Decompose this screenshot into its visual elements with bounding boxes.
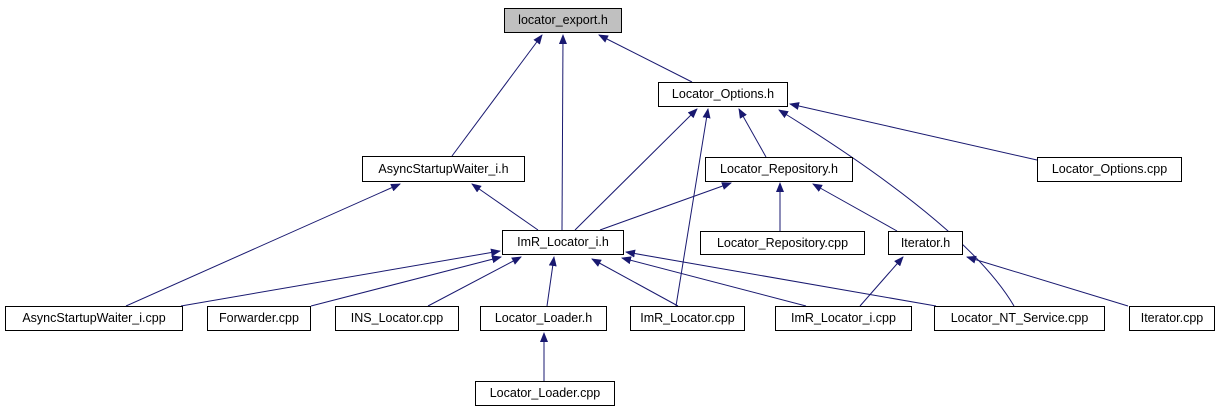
edge-locator_loader_h-to-imr_locator_i_h [546, 256, 557, 307]
node-asyncstartupwaiter_i_h[interactable]: AsyncStartupWaiter_i.h [362, 156, 525, 182]
edge-locator_nt_service_cpp-to-locator_options_h [778, 109, 1015, 307]
edge-iterator_h-to-locator_repository_h [812, 183, 898, 232]
node-imr_locator_i_cpp[interactable]: ImR_Locator_i.cpp [775, 306, 912, 331]
node-locator_options_h[interactable]: Locator_Options.h [658, 82, 788, 107]
node-ins_locator_cpp[interactable]: INS_Locator.cpp [335, 306, 459, 331]
edge-imr_locator_i_h-to-locator_export_h [558, 34, 567, 231]
edge-asyncstartupwaiter_i_cpp-to-imr_locator_i_h [180, 248, 501, 307]
edge-imr_locator_i_cpp-to-iterator_h [859, 256, 904, 307]
edge-imr_locator_i_h-to-locator_repository_h [599, 182, 732, 231]
node-locator_nt_service_cpp[interactable]: Locator_NT_Service.cpp [934, 306, 1105, 331]
node-iterator_cpp[interactable]: Iterator.cpp [1129, 306, 1215, 331]
node-forwarder_cpp[interactable]: Forwarder.cpp [207, 306, 311, 331]
edge-locator_options_h-to-locator_export_h [598, 34, 693, 83]
node-imr_locator_i_h[interactable]: ImR_Locator_i.h [502, 230, 624, 255]
edge-imr_locator_cpp-to-imr_locator_i_h [591, 258, 679, 307]
edge-imr_locator_i_h-to-locator_options_h [574, 108, 698, 231]
node-locator_loader_h[interactable]: Locator_Loader.h [480, 306, 607, 331]
edge-asyncstartupwaiter_i_cpp-to-asyncstartupwaiter_i_h [125, 183, 401, 307]
edge-locator_nt_service_cpp-to-imr_locator_i_h [625, 249, 937, 307]
node-imr_locator_cpp[interactable]: ImR_Locator.cpp [630, 306, 745, 331]
edge-asyncstartupwaiter_i_h-to-locator_export_h [451, 34, 543, 157]
edge-forwarder_cpp-to-imr_locator_i_h [310, 255, 502, 307]
edge-locator_options_cpp-to-locator_options_h [789, 102, 1038, 161]
node-locator_export_h[interactable]: locator_export.h [504, 8, 622, 33]
edge-iterator_cpp-to-iterator_h [966, 255, 1129, 307]
node-locator_repository_cpp[interactable]: Locator_Repository.cpp [700, 231, 865, 255]
node-locator_loader_cpp[interactable]: Locator_Loader.cpp [475, 381, 615, 406]
edge-imr_locator_i_cpp-to-imr_locator_i_h [621, 256, 807, 307]
node-locator_repository_h[interactable]: Locator_Repository.h [705, 157, 853, 182]
node-locator_options_cpp[interactable]: Locator_Options.cpp [1037, 157, 1182, 182]
edge-imr_locator_i_h-to-asyncstartupwaiter_i_h [471, 183, 539, 231]
edge-ins_locator_cpp-to-imr_locator_i_h [427, 256, 522, 307]
node-iterator_h[interactable]: Iterator.h [888, 231, 963, 255]
node-asyncstartupwaiter_i_cpp[interactable]: AsyncStartupWaiter_i.cpp [5, 306, 183, 331]
edge-locator_repository_h-to-locator_options_h [738, 108, 767, 158]
